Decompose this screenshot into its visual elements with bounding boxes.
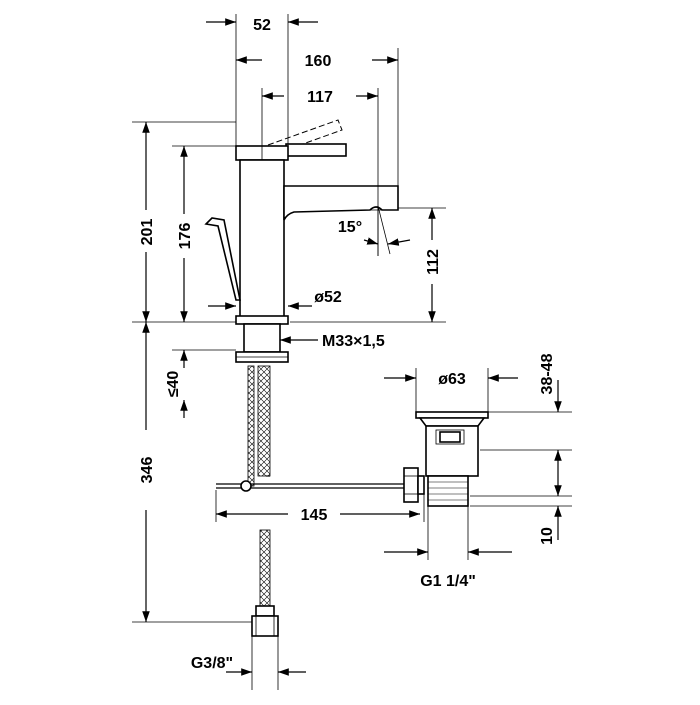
dim-waste-thread-label: G1 1/4" <box>420 573 476 590</box>
faucet-body <box>204 119 399 363</box>
dim-thread-label: M33×1,5 <box>322 333 385 350</box>
dim-201-label: 201 <box>139 219 156 246</box>
dim-waste-10-label: 10 <box>539 527 556 545</box>
popup-rod <box>216 467 425 503</box>
dim-deck-label: ≤40 <box>165 371 182 398</box>
dimension-lines <box>132 14 572 690</box>
dim-waste-diameter-label: ø63 <box>438 371 466 388</box>
dim-346-label: 346 <box>139 457 156 484</box>
dim-117-label: 117 <box>307 89 333 106</box>
dim-145-label: 145 <box>301 507 328 524</box>
dim-hose-thread-label: G3/8" <box>191 655 233 672</box>
dim-52-label: 52 <box>253 17 271 34</box>
supply-hoses <box>247 365 279 637</box>
waste-fitting <box>415 411 489 507</box>
dim-176-label: 176 <box>177 223 194 250</box>
dim-112-label: 112 <box>425 249 442 275</box>
dim-base-diameter-label: ø52 <box>314 289 342 306</box>
dim-160-label: 160 <box>305 53 332 70</box>
dim-waste-range-label: 38-48 <box>539 353 556 394</box>
dim-15-label: 15° <box>338 219 362 236</box>
